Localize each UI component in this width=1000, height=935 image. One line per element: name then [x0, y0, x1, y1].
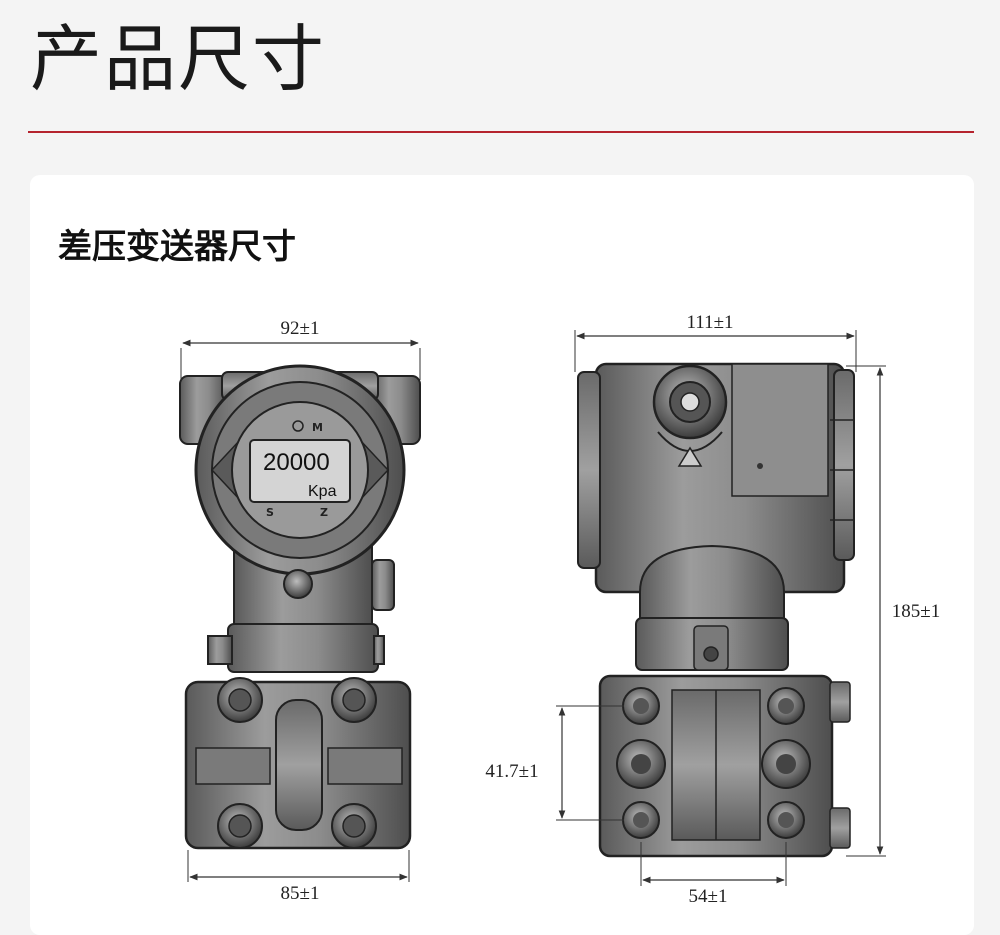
front-top-dimension: 92±1 — [180, 318, 421, 380]
dim-side-bottom-width: 54±1 — [689, 886, 728, 907]
display-mark-m: M — [312, 421, 323, 434]
side-view — [577, 362, 855, 858]
side-height-dimension: 185±1 — [846, 365, 940, 857]
display-mark-z: Z — [320, 506, 328, 519]
dim-side-height: 185±1 — [892, 601, 940, 622]
display-value: 20000 — [263, 449, 330, 476]
display-unit: Kpa — [308, 483, 337, 500]
front-view: M 20000 Kpa S Z — [179, 364, 421, 850]
dim-side-flange-height: 41.7±1 — [485, 761, 538, 782]
page-title: 产品尺寸 — [30, 17, 327, 101]
side-bottom-dimension: 54±1 — [640, 842, 787, 907]
display-mark-s: S — [266, 506, 274, 519]
side-flange-dimension: 41.7±1 — [485, 705, 624, 821]
dimension-drawing: M 20000 Kpa S Z 92±1 — [179, 312, 940, 907]
side-top-dimension: 111±1 — [574, 312, 857, 372]
dim-side-top-width: 111±1 — [686, 312, 733, 333]
dim-front-top-width: 92±1 — [281, 318, 320, 339]
dim-front-bottom-width: 85±1 — [281, 883, 320, 904]
content-card: 差压变送器尺寸 — [30, 175, 974, 935]
section-title: 差压变送器尺寸 — [58, 227, 296, 267]
title-divider — [28, 131, 974, 133]
front-bottom-dimension: 85±1 — [187, 850, 410, 904]
